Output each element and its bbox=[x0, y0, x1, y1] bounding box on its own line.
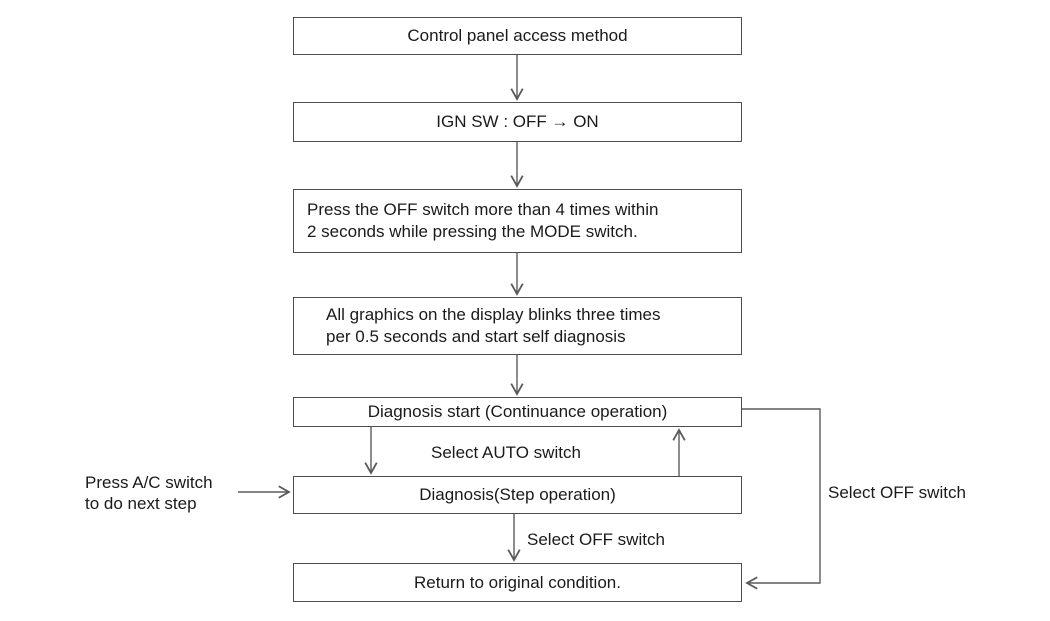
edge-label-select-auto-switch: Select AUTO switch bbox=[431, 443, 581, 462]
node-return-original: Return to original condition. bbox=[293, 563, 742, 602]
edge-label-select-off-switch: Select OFF switch bbox=[527, 530, 665, 549]
node-diagnosis-start: Diagnosis start (Continuance operation) bbox=[293, 397, 742, 427]
edge-label-line: Press A/C switch bbox=[85, 473, 213, 492]
node-label: Diagnosis start (Continuance operation) bbox=[367, 402, 668, 421]
node-graphics-blink: All graphics on the display blinks three… bbox=[293, 297, 742, 355]
node-press-off-switch: Press the OFF switch more than 4 times w… bbox=[293, 189, 742, 253]
node-label-line: All graphics on the display blinks three… bbox=[326, 305, 661, 324]
node-label: Diagnosis(Step operation) bbox=[419, 485, 616, 504]
node-label-line: per 0.5 seconds and start self diagnosis bbox=[326, 327, 626, 346]
node-label: IGN SW : OFF → ON bbox=[436, 112, 599, 131]
node-label: Control panel access method bbox=[407, 26, 628, 45]
edge-label-select-off-switch-loop: Select OFF switch bbox=[828, 483, 966, 502]
node-label-line: 2 seconds while pressing the MODE switch… bbox=[307, 222, 638, 241]
node-label: Return to original condition. bbox=[414, 572, 621, 592]
node-ign-sw-off-on: IGN SW : OFF → ON bbox=[293, 102, 742, 142]
node-control-panel-access-method: Control panel access method bbox=[293, 17, 742, 55]
node-diagnosis-step: Diagnosis(Step operation) bbox=[293, 476, 742, 514]
edge-label-press-ac-switch: Press A/C switch to do next step bbox=[85, 472, 213, 514]
node-label-line: Press the OFF switch more than 4 times w… bbox=[307, 200, 659, 219]
arrow-select-off-loop bbox=[742, 408, 821, 590]
edge-label-line: to do next step bbox=[85, 494, 197, 513]
